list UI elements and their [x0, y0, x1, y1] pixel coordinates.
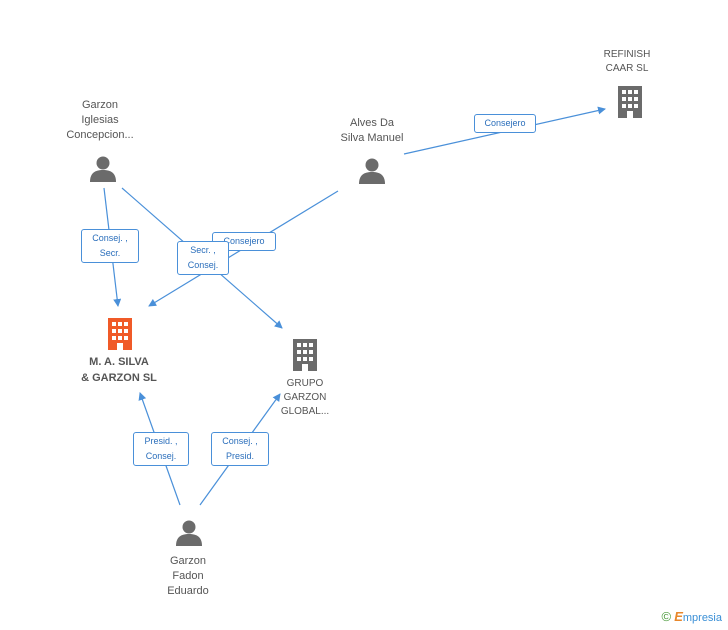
- role-text: Consej. ,: [222, 436, 258, 446]
- label-line: REFINISH: [603, 49, 651, 60]
- label-line: CAAR SL: [605, 63, 649, 74]
- building-icon[interactable]: [289, 337, 321, 371]
- node-label-garzon-fadon[interactable]: Garzon Fadon Eduardo: [138, 554, 238, 599]
- label-line: Concepcion...: [66, 129, 134, 141]
- building-icon[interactable]: [614, 84, 646, 118]
- person-icon[interactable]: [357, 156, 387, 186]
- brand-initial: E: [674, 609, 683, 624]
- empresia-logo: © Empresia: [662, 609, 722, 624]
- node-label-ma-silva[interactable]: M. A. SILVA & GARZON SL: [63, 354, 175, 386]
- role-text: Secr. ,: [190, 245, 216, 255]
- label-line: GLOBAL...: [280, 406, 330, 417]
- role-text: Consejero: [484, 118, 526, 128]
- label-line: Eduardo: [167, 585, 209, 597]
- node-label-refinish[interactable]: REFINISH CAAR SL: [582, 48, 672, 76]
- label-line: Alves Da: [349, 117, 395, 129]
- role-text: Presid. ,: [144, 436, 178, 446]
- role-badge-consej-presid[interactable]: Consej. , Presid.: [211, 432, 269, 466]
- role-text: Secr.: [99, 248, 121, 258]
- label-line: Garzon: [81, 99, 119, 111]
- label-line: Garzon: [169, 555, 207, 567]
- label-line: Fadon: [172, 570, 204, 582]
- role-badge-consej-secr[interactable]: Consej. , Secr.: [81, 229, 139, 263]
- node-label-garzon-iglesias[interactable]: Garzon Iglesias Concepcion...: [50, 98, 150, 143]
- label-line: GRUPO: [286, 378, 324, 389]
- role-badge-presid-consej[interactable]: Presid. , Consej.: [133, 432, 189, 466]
- brand-name: mpresia: [682, 612, 722, 624]
- person-icon[interactable]: [174, 518, 204, 548]
- building-icon-main[interactable]: [104, 316, 136, 350]
- role-badge-secr-consej[interactable]: Secr. , Consej.: [177, 241, 229, 275]
- role-badge-consejero-refinish[interactable]: Consejero: [474, 114, 536, 133]
- role-text: Consej. ,: [92, 233, 128, 243]
- role-text: Consej.: [145, 451, 177, 461]
- copyright-symbol: ©: [661, 609, 672, 624]
- person-icon[interactable]: [88, 154, 118, 184]
- label-line: GARZON: [283, 392, 327, 403]
- role-text: Consejero: [223, 236, 265, 246]
- role-text: Presid.: [225, 451, 254, 461]
- node-label-alves-da-silva[interactable]: Alves Da Silva Manuel: [322, 116, 422, 146]
- label-line: & GARZON SL: [81, 372, 157, 384]
- label-line: Iglesias: [81, 114, 119, 126]
- label-line: M. A. SILVA: [89, 356, 149, 368]
- role-text: Consej.: [187, 260, 219, 270]
- node-label-grupo-garzon[interactable]: GRUPO GARZON GLOBAL...: [260, 377, 350, 419]
- label-line: Silva Manuel: [340, 132, 404, 144]
